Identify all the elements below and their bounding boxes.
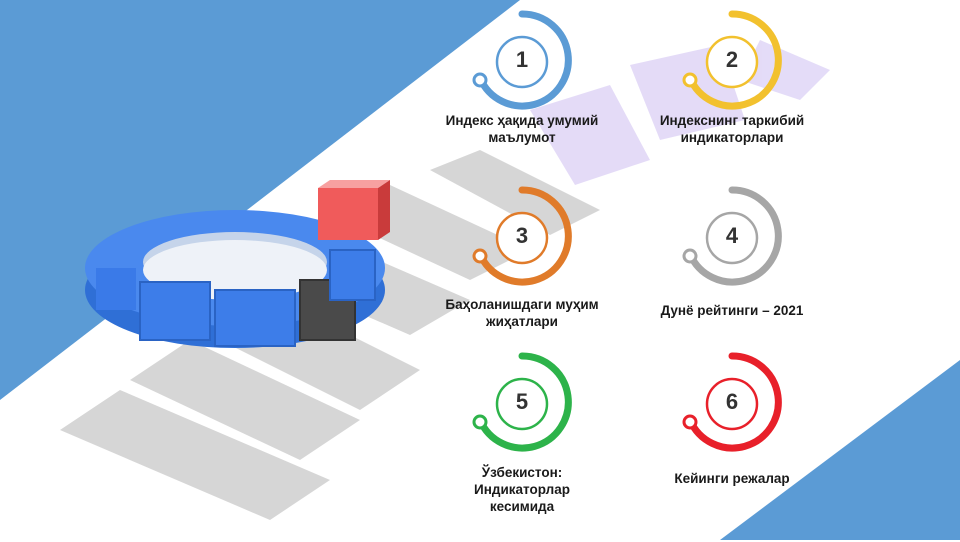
background-bottom-right-triangle — [720, 360, 960, 540]
item-number: 2 — [725, 47, 739, 72]
ring-end-dot — [682, 414, 698, 430]
item-number: 3 — [515, 223, 529, 248]
ring-icon — [472, 186, 572, 286]
ring-icon — [682, 352, 782, 452]
ring-inner-circle — [705, 211, 759, 265]
ring-arc — [476, 10, 572, 110]
ring-end-dot — [472, 72, 488, 88]
ring-end-dot — [682, 72, 698, 88]
red-cube — [318, 180, 390, 240]
ring-icon — [472, 352, 572, 452]
item-label: Индекснинг таркибий индикаторлари — [659, 113, 805, 145]
ring-inner-circle — [495, 35, 549, 89]
ring-inner-circle — [705, 35, 759, 89]
ring-arc — [686, 10, 782, 110]
menu-item-6[interactable]: 6 Кейинги режалар — [622, 342, 842, 542]
ring-arc — [686, 186, 782, 286]
ring-blocks — [85, 210, 385, 348]
ring-end-dot — [682, 248, 698, 264]
ring-arc — [476, 352, 572, 452]
menu-item-4[interactable]: 4 Дунё рейтинги – 2021 — [622, 176, 842, 376]
menu-item-1[interactable]: 1 Индекс ҳақида умумий маълумот — [412, 0, 632, 200]
ring-inner-circle — [495, 211, 549, 265]
ring-end-dot — [472, 414, 488, 430]
ring-icon — [682, 10, 782, 110]
item-number: 5 — [515, 389, 529, 414]
ring-arc — [476, 186, 572, 286]
item-label: Дунё рейтинги – 2021 — [660, 303, 804, 318]
item-label: Баҳоланишдаги муҳим жиҳатлари — [445, 297, 599, 329]
ring-arc — [686, 352, 782, 452]
item-label: Ўзбекистон: Индикаторлар кесимида — [474, 465, 570, 514]
menu-item-2[interactable]: 2 Индекснинг таркибий индикаторлари — [622, 0, 842, 200]
item-number: 4 — [725, 223, 739, 248]
ring-end-dot — [472, 248, 488, 264]
item-number: 1 — [515, 47, 529, 72]
item-label: Индекс ҳақида умумий маълумот — [445, 113, 599, 145]
ring-icon — [682, 186, 782, 286]
menu-item-5[interactable]: 5 Ўзбекистон: Индикаторлар кесимида — [412, 342, 632, 542]
ring-icon — [472, 10, 572, 110]
item-number: 6 — [725, 389, 739, 414]
ring-inner-circle — [705, 377, 759, 431]
item-label: Кейинги режалар — [674, 471, 790, 486]
menu-item-3[interactable]: 3 Баҳоланишдаги муҳим жиҳатлари — [412, 176, 632, 376]
ring-inner-circle — [495, 377, 549, 431]
